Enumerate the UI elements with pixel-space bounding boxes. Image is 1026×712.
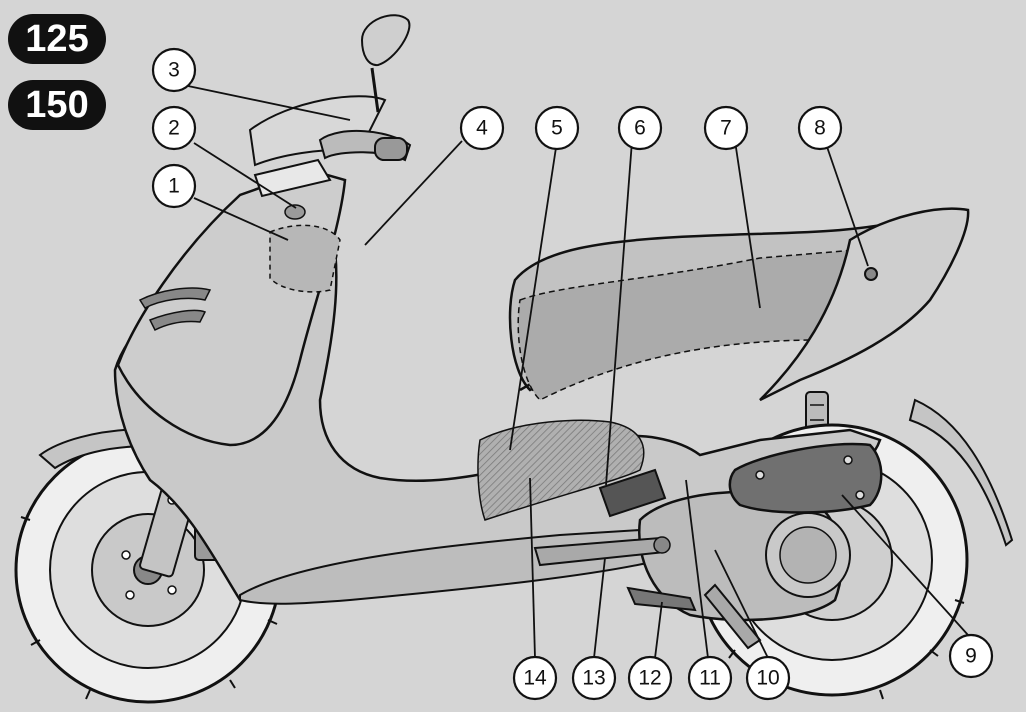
headlight-vent [253,158,332,198]
glovebox-outline [269,224,341,293]
mirror [360,14,411,67]
tail-fairing [759,207,970,402]
helmet-lock [864,267,878,281]
callout-1: 1 [168,175,180,198]
callout-7: 7 [720,117,732,140]
callout-9: 9 [965,645,977,668]
fuel-tank [477,419,645,521]
centre-stand [703,583,762,650]
callout-2: 2 [168,117,180,140]
mirror-stem [370,67,380,113]
storage-compartment [517,249,856,401]
front-grille [138,287,212,332]
callout-13: 13 [582,667,605,690]
leader-lines [187,85,969,659]
fuel-cap [284,204,306,220]
passenger-footrest [626,586,697,612]
battery [598,468,667,518]
callout-14: 14 [523,667,547,690]
callout-5: 5 [551,117,563,140]
callout-6: 6 [634,117,646,140]
model-badge-125: 125 [8,14,106,64]
callout-10: 10 [756,667,779,690]
callout-4: 4 [476,117,488,140]
callout-circles [151,47,994,701]
callout-11: 11 [699,667,721,690]
handlebar-grip [374,137,408,161]
callout-8: 8 [814,117,826,140]
rear-mudguard [908,398,1014,547]
model-badge-150: 150 [8,80,106,130]
callout-3: 3 [168,59,180,82]
callout-12: 12 [638,667,661,690]
